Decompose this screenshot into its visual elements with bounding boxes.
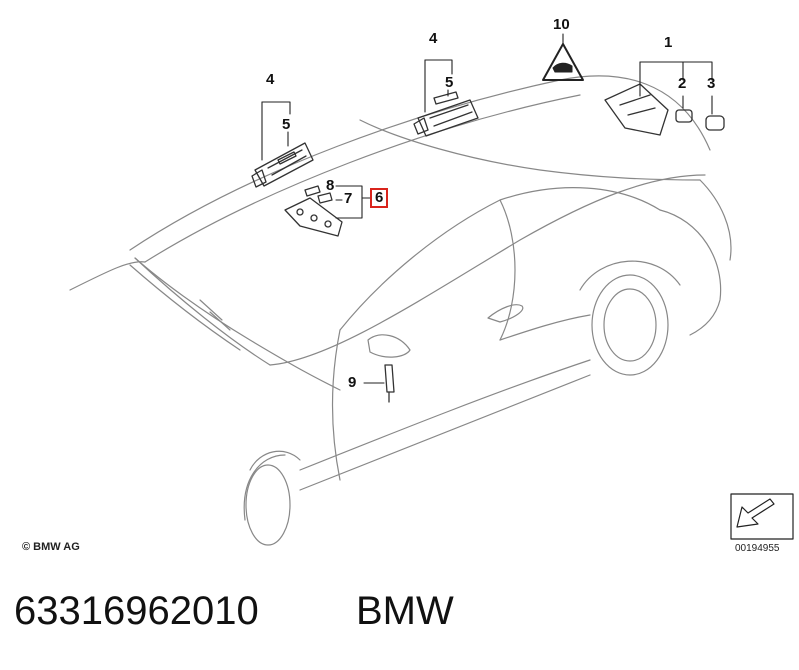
brand-name: BMW [356, 589, 454, 633]
callout-8: 8 [326, 177, 335, 194]
callout-9: 9 [348, 374, 357, 391]
callout-1: 1 [664, 34, 673, 51]
copyright-notice: © BMW AG [22, 541, 80, 553]
callout-4-center: 4 [429, 30, 438, 47]
callout-2: 2 [678, 75, 687, 92]
callout-6-highlighted: 6 [370, 188, 389, 208]
callout-5-center: 5 [445, 74, 454, 91]
callout-5-left: 5 [282, 116, 291, 133]
callout-4-left: 4 [266, 71, 275, 88]
car-outline-drawing [69, 33, 794, 546]
parts-diagram: 4 5 4 5 10 1 2 3 8 7 6 9 © BMW AG 001949… [22, 16, 794, 554]
callout-3: 3 [707, 75, 716, 92]
diagram-reference-number: 00194955 [735, 543, 780, 554]
callout-10: 10 [553, 16, 570, 33]
part-number: 63316962010 [14, 589, 259, 633]
callout-7: 7 [344, 190, 353, 207]
